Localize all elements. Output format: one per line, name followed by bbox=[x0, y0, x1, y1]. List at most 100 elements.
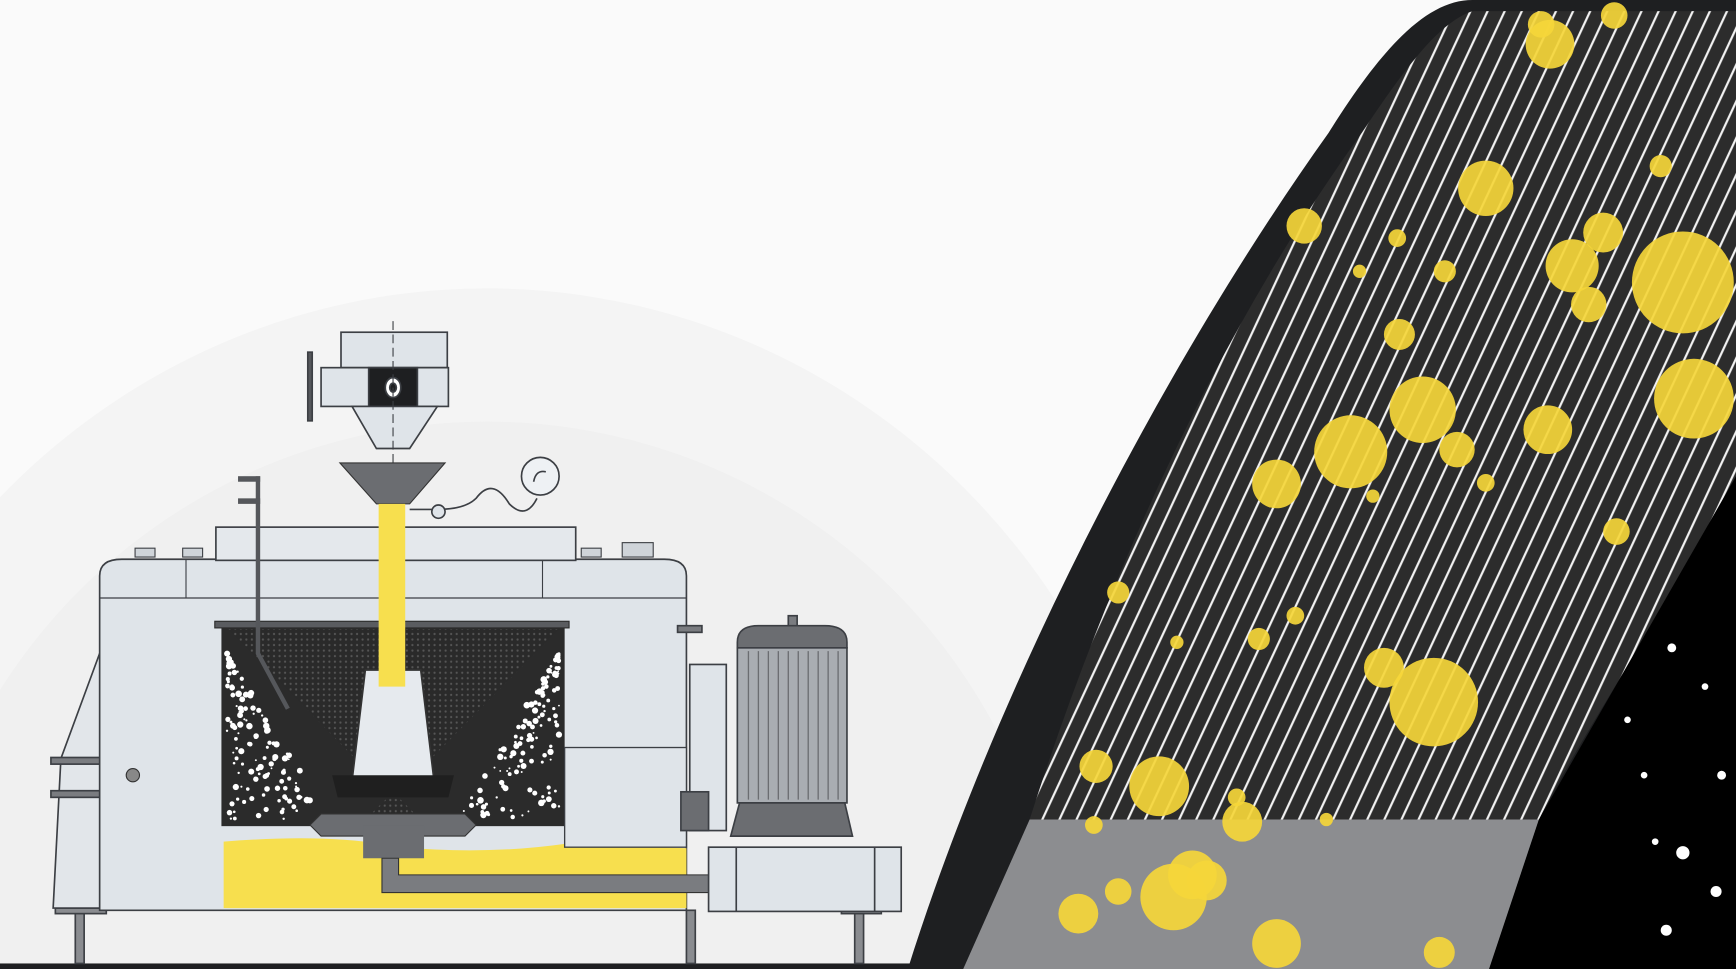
particle bbox=[526, 732, 533, 739]
particle bbox=[532, 717, 539, 724]
particle bbox=[255, 767, 260, 772]
particle bbox=[229, 817, 233, 820]
particle bbox=[232, 751, 235, 754]
particle bbox=[554, 722, 560, 728]
yellow-droplets bbox=[1058, 2, 1734, 968]
sparkle-dot bbox=[1710, 885, 1722, 898]
particle bbox=[272, 754, 276, 758]
droplet bbox=[1458, 160, 1514, 216]
particle bbox=[268, 761, 274, 767]
belt-tray bbox=[963, 819, 1539, 969]
droplet bbox=[1252, 919, 1301, 968]
rod-bracket bbox=[238, 476, 261, 482]
particle bbox=[510, 750, 517, 757]
particle bbox=[526, 737, 531, 743]
droplet bbox=[1583, 212, 1624, 253]
particle bbox=[533, 700, 538, 705]
particle bbox=[549, 744, 553, 748]
particle bbox=[253, 776, 259, 782]
particle bbox=[242, 799, 247, 805]
particle bbox=[237, 712, 242, 717]
droplet bbox=[1389, 657, 1479, 747]
particle bbox=[532, 731, 535, 734]
particle bbox=[484, 802, 488, 806]
particle bbox=[225, 729, 229, 732]
sparkle-dot bbox=[1660, 924, 1672, 936]
particle bbox=[555, 731, 563, 738]
droplet bbox=[1079, 749, 1113, 783]
particle bbox=[264, 726, 271, 734]
particle bbox=[540, 760, 544, 764]
filter-belt bbox=[907, 0, 1736, 969]
particle bbox=[240, 785, 243, 788]
particle bbox=[529, 758, 534, 764]
particle bbox=[238, 710, 242, 714]
sparkle-dot bbox=[1651, 838, 1659, 845]
droplet bbox=[1222, 801, 1263, 842]
particle bbox=[520, 763, 527, 770]
particle bbox=[275, 756, 278, 759]
particle bbox=[547, 748, 554, 756]
particle bbox=[462, 809, 465, 812]
droplet bbox=[1649, 155, 1672, 178]
droplet bbox=[1168, 850, 1217, 900]
particle bbox=[262, 717, 269, 724]
droplet bbox=[1170, 635, 1184, 649]
particle bbox=[477, 797, 484, 804]
particle bbox=[526, 720, 532, 727]
droplet bbox=[1364, 647, 1404, 688]
particle bbox=[230, 692, 236, 698]
particle bbox=[499, 770, 502, 772]
droplet bbox=[1085, 816, 1103, 834]
particle bbox=[528, 701, 535, 708]
particle bbox=[239, 696, 246, 703]
particle bbox=[245, 787, 250, 791]
particle bbox=[229, 801, 235, 807]
droplet bbox=[1571, 286, 1607, 323]
particle bbox=[247, 689, 255, 697]
particle bbox=[547, 717, 552, 722]
particle bbox=[225, 683, 230, 689]
particle bbox=[480, 811, 487, 819]
particle bbox=[477, 787, 483, 794]
particle bbox=[254, 759, 257, 762]
particle bbox=[232, 783, 239, 791]
particle bbox=[224, 650, 231, 657]
particle bbox=[546, 675, 550, 679]
particle bbox=[550, 671, 553, 674]
particle bbox=[522, 718, 528, 724]
particle bbox=[264, 786, 270, 792]
particle bbox=[235, 690, 242, 698]
particle bbox=[557, 672, 560, 675]
sparkle-dots bbox=[1624, 643, 1727, 936]
particle bbox=[287, 798, 293, 804]
particle bbox=[245, 719, 248, 722]
particle bbox=[551, 803, 557, 809]
particle bbox=[263, 806, 269, 813]
particle bbox=[520, 724, 527, 730]
particle bbox=[506, 769, 509, 772]
particle bbox=[248, 768, 255, 775]
particle bbox=[287, 776, 292, 781]
particle bbox=[280, 769, 287, 775]
particle bbox=[237, 732, 240, 735]
particle bbox=[255, 812, 262, 819]
droplet bbox=[1603, 518, 1630, 545]
particle bbox=[553, 789, 557, 793]
particle bbox=[281, 807, 285, 811]
particle bbox=[296, 767, 303, 774]
particle bbox=[235, 705, 238, 708]
particle bbox=[249, 795, 255, 802]
particle bbox=[232, 816, 237, 821]
spindle-shaft bbox=[363, 825, 425, 859]
particle bbox=[542, 752, 547, 758]
particle bbox=[294, 782, 298, 785]
particle bbox=[517, 764, 520, 768]
particle bbox=[530, 744, 534, 749]
droplet bbox=[1319, 812, 1333, 827]
particle bbox=[541, 682, 545, 686]
particle bbox=[229, 720, 233, 724]
sparkle-dot bbox=[1717, 770, 1727, 780]
droplet bbox=[1129, 756, 1190, 817]
particle bbox=[495, 796, 498, 799]
